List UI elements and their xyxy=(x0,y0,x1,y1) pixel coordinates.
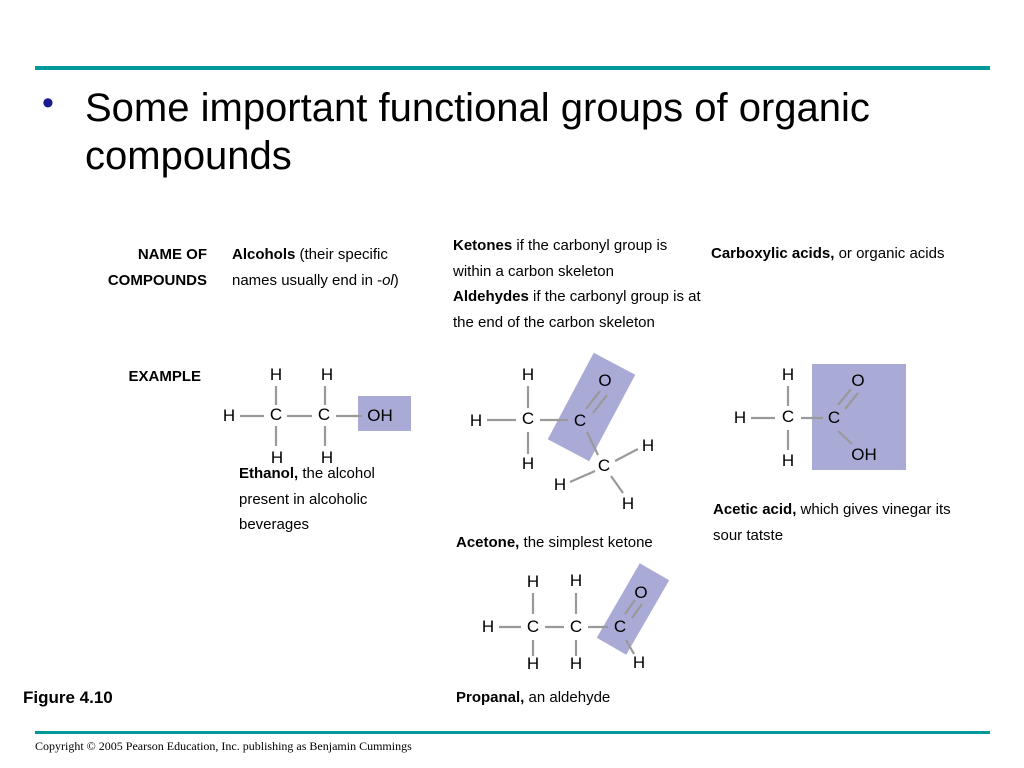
aldehydes-description: Aldehydes if the carbonyl group is at th… xyxy=(453,284,701,335)
atom-h: H xyxy=(553,475,567,494)
row-label-example: EXAMPLE xyxy=(128,368,201,385)
slide-title: Some important functional groups of orga… xyxy=(85,86,870,178)
bond xyxy=(569,469,596,484)
ethanol-caption-bold: Ethanol, xyxy=(239,465,299,482)
copyright: Copyright © 2005 Pearson Education, Inc.… xyxy=(35,739,412,753)
atom-h: H xyxy=(320,448,334,467)
ethanol-caption: Ethanol, the alcohol present in alcoholi… xyxy=(239,461,419,538)
alcohols-name-rest: (their specific names usually end in - xyxy=(232,246,388,289)
aldehydes-rest: if the carbonyl group is at the end of t… xyxy=(453,288,701,331)
atom-c: C xyxy=(597,456,611,475)
atom-h: H xyxy=(781,365,795,384)
acetic-caption: Acetic acid, which gives vinegar its sou… xyxy=(713,497,973,548)
acetic-carboxyl-highlight xyxy=(812,364,906,470)
ketones-description: Ketones if the carbonyl group is within … xyxy=(453,233,701,284)
atom-o: O xyxy=(634,583,648,602)
aldehydes-bold: Aldehydes xyxy=(453,288,529,305)
atom-oh: OH xyxy=(367,406,393,425)
atom-h: H xyxy=(270,448,284,467)
atom-c: C xyxy=(526,617,540,636)
row-label-name-line1: NAME OF xyxy=(137,246,207,263)
figure-label: Figure 4.10 xyxy=(23,688,113,707)
top-rule xyxy=(35,66,990,70)
bond xyxy=(610,475,624,494)
propanal-carbonyl-highlight xyxy=(596,563,670,655)
atom-h: H xyxy=(569,571,583,590)
atom-h: H xyxy=(521,365,535,384)
atom-c: C xyxy=(521,409,535,428)
bottom-rule xyxy=(35,731,990,734)
atom-h: H xyxy=(481,617,495,636)
atom-h: H xyxy=(222,406,236,425)
acetone-carbonyl-highlight xyxy=(547,352,636,462)
atom-h: H xyxy=(569,654,583,673)
atom-h: H xyxy=(621,494,635,513)
atom-c: C xyxy=(827,408,841,427)
atom-h: H xyxy=(469,411,483,430)
acetone-caption-bold: Acetone, xyxy=(456,534,520,551)
row-label-name-line2: COMPOUNDS xyxy=(107,271,207,289)
bond xyxy=(614,448,639,462)
alcohols-name-bold: Alcohols xyxy=(232,246,296,263)
atom-c: C xyxy=(569,617,583,636)
ethanol-caption-rest: the alcohol present in alcoholic beverag… xyxy=(239,465,375,533)
atom-h: H xyxy=(526,654,540,673)
atom-h: H xyxy=(320,365,334,384)
propanal-caption-bold: Propanal, xyxy=(456,689,525,706)
row-label-name: NAME OF COMPOUNDS xyxy=(60,242,207,293)
carboxylic-name-bold: Carboxylic acids, xyxy=(711,245,835,262)
propanal-caption-rest: an aldehyde xyxy=(524,689,611,706)
atom-c: C xyxy=(573,411,587,430)
atom-h: H xyxy=(632,653,646,672)
atom-h: H xyxy=(526,572,540,591)
alcohols-name-italic: ol xyxy=(382,271,394,289)
atom-o: O xyxy=(851,371,865,390)
atom-c: C xyxy=(317,405,331,424)
alcohols-name: Alcohols (their specific names usually e… xyxy=(232,242,432,293)
ketones-bold: Ketones xyxy=(453,237,513,254)
carboxylic-name-rest: or organic acids xyxy=(834,245,945,262)
bullet-icon: • xyxy=(42,84,54,122)
acetone-caption-rest: the simplest ketone xyxy=(519,534,653,551)
alcohols-name-close: ) xyxy=(393,271,399,289)
atom-o: O xyxy=(598,371,612,390)
atom-h: H xyxy=(521,454,535,473)
atom-h: H xyxy=(733,408,747,427)
ketones-rest: if the carbonyl group is within a carbon… xyxy=(453,237,668,280)
carbonyl-name: Ketones if the carbonyl group is within … xyxy=(453,233,701,335)
ethanol-hydroxyl-highlight xyxy=(358,396,411,431)
atom-c: C xyxy=(613,617,627,636)
atom-oh: OH xyxy=(851,445,877,464)
atom-h: H xyxy=(269,365,283,384)
acetone-caption: Acetone, the simplest ketone xyxy=(456,530,706,556)
acetic-caption-rest: which gives vinegar its sour tatste xyxy=(713,501,951,544)
carboxylic-name: Carboxylic acids, or organic acids xyxy=(711,241,951,267)
atom-c: C xyxy=(269,405,283,424)
atom-h: H xyxy=(641,436,655,455)
atom-c: C xyxy=(781,407,795,426)
atom-h: H xyxy=(781,451,795,470)
propanal-caption: Propanal, an aldehyde xyxy=(456,685,706,711)
acetic-caption-bold: Acetic acid, xyxy=(713,501,797,518)
